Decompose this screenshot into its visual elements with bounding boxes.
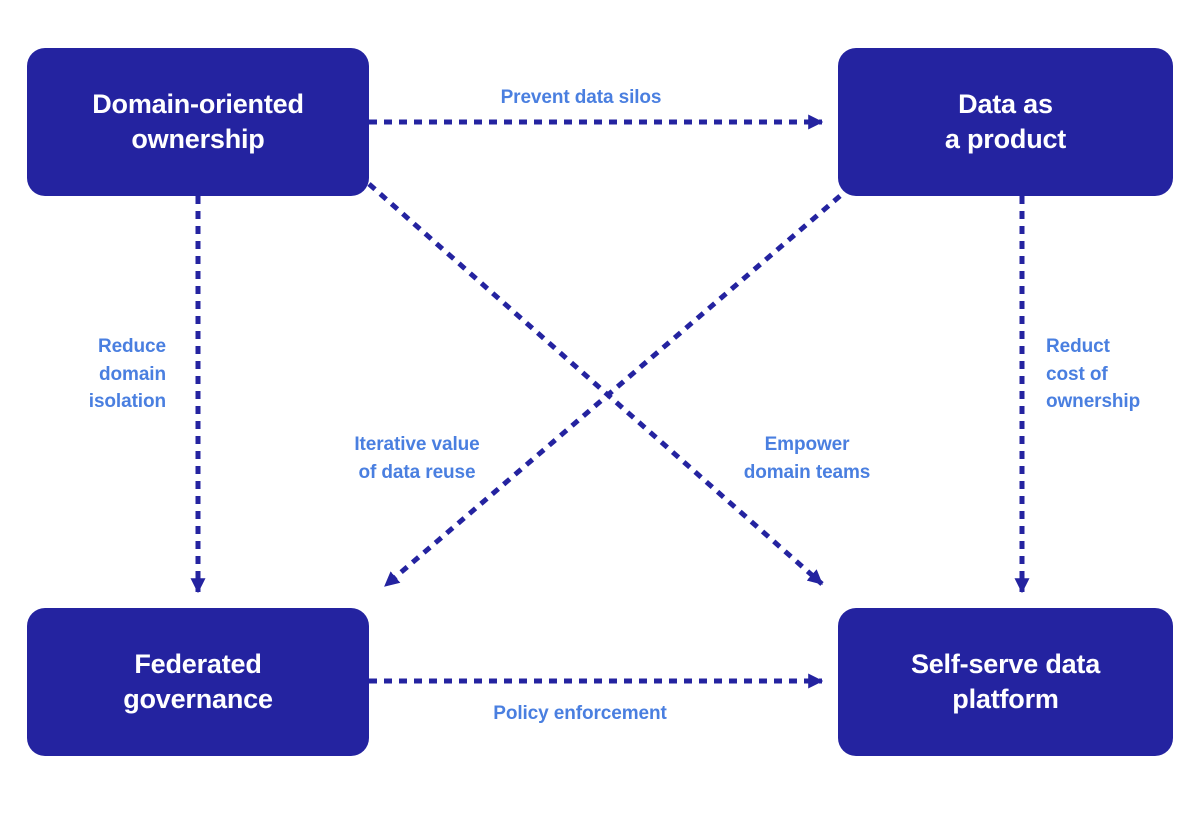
edge-label-prevent-data-silos: Prevent data silos (500, 87, 662, 108)
node-label-domain-oriented-ownership: Domain-oriented ownership (92, 89, 304, 154)
node-domain-oriented-ownership[interactable]: Domain-oriented ownership (27, 48, 369, 196)
node-federated-governance[interactable]: Federated governance (27, 608, 369, 756)
edge-label-iterative-value-of-data-reuse: Iterative value of data reuse (354, 434, 480, 483)
node-label-federated-governance: Federated governance (123, 649, 273, 714)
node-data-as-a-product[interactable]: Data as a product (838, 48, 1173, 196)
edge-label-policy-enforcement: Policy enforcement (493, 703, 667, 724)
edge-label-empower-domain-teams: Empower domain teams (743, 434, 871, 483)
edge-label-reduce-domain-isolation: Reduce domain isolation (88, 336, 166, 413)
node-self-serve-data-platform[interactable]: Self-serve data platform (838, 608, 1173, 756)
edge-label-reduct-cost-of-ownership: Reduct cost of ownership (1046, 336, 1141, 413)
node-label-data-as-a-product: Data as a product (944, 89, 1067, 154)
node-label-self-serve-data-platform: Self-serve data platform (910, 649, 1101, 714)
edge-empower-domain-teams (367, 182, 824, 586)
edge-iterative-value-of-data-reuse (383, 194, 842, 588)
